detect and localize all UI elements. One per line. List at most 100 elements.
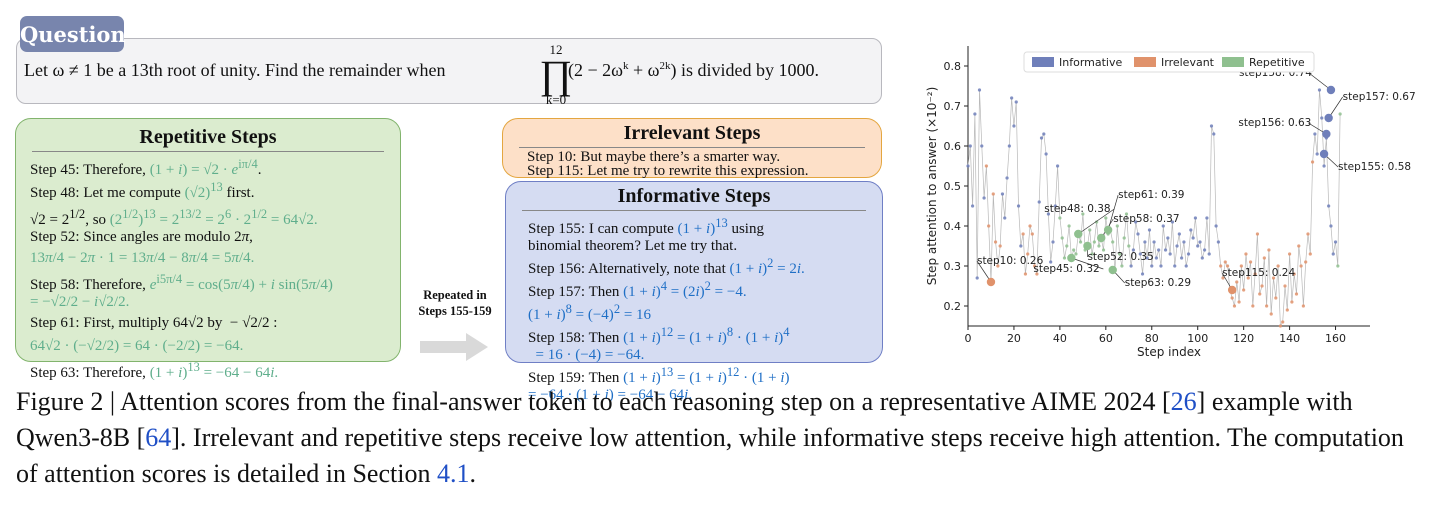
attention-point — [1207, 252, 1211, 256]
attention-point — [1019, 244, 1023, 248]
attention-point — [1147, 228, 1152, 232]
y-tick-label: 0.4 — [944, 220, 962, 233]
attention-point — [1265, 304, 1269, 308]
attention-point — [973, 112, 977, 116]
attention-point — [1177, 232, 1181, 236]
inf-step-159-cont: = −64 · (1 + i) = −64 − 64i. — [528, 387, 693, 403]
inf-step-157-cont: (1 + i)8 = (−4)2 = 16 — [528, 302, 652, 323]
attention-point — [1055, 164, 1060, 168]
attention-point — [1320, 116, 1324, 120]
x-tick-label: 60 — [1099, 332, 1113, 345]
product-upper: 12 — [549, 42, 563, 57]
attention-point — [1097, 244, 1101, 248]
inf-step-156: Step 156: Alternatively, note that (1 + … — [528, 256, 805, 277]
title-divider — [32, 151, 384, 152]
attention-point — [993, 240, 998, 244]
rep-step-52-cont: 13π/4 − 2π · 1 = 13π/4 − 8π/4 = 5π/4. — [30, 250, 255, 266]
highlighted-point-step-58 — [1097, 233, 1106, 243]
attention-point — [1131, 248, 1135, 252]
attention-point — [1242, 288, 1246, 292]
rep-step-58-cont: = −√2/2 − i√2/2. — [30, 294, 130, 310]
attention-point — [1232, 304, 1237, 308]
attention-point — [1281, 320, 1285, 324]
highlighted-point-step-115 — [1227, 285, 1237, 295]
attention-point — [1166, 236, 1170, 240]
attention-point — [1026, 252, 1030, 256]
y-tick-label: 0.3 — [944, 260, 962, 273]
x-tick-label: 40 — [1053, 332, 1067, 345]
attention-point — [1170, 220, 1175, 224]
attention-point — [1039, 136, 1044, 140]
attention-point — [998, 244, 1002, 248]
attention-point — [1122, 236, 1126, 240]
attention-point — [1120, 264, 1124, 268]
attention-point — [1134, 220, 1138, 224]
point-label-step-61: step61: 0.39 — [1118, 189, 1184, 201]
attention-point — [1028, 224, 1032, 228]
attention-point — [1030, 232, 1034, 236]
point-label-step-58: step58: 0.37 — [1113, 213, 1179, 225]
attention-point — [1157, 248, 1161, 252]
attention-point — [1062, 256, 1067, 260]
attention-point — [1180, 256, 1184, 260]
informative-steps-box: Informative Steps Step 155: I can comput… — [505, 181, 883, 403]
citation-link[interactable]: 26 — [1170, 387, 1197, 416]
attention-point — [1143, 240, 1147, 244]
attention-point — [1186, 252, 1191, 256]
label-leader-line — [1107, 194, 1119, 231]
attention-point — [1046, 212, 1050, 216]
attention-point — [975, 276, 979, 280]
attention-point — [1205, 216, 1209, 220]
y-tick-label: 0.2 — [944, 300, 962, 313]
question-box — [16, 38, 882, 104]
irrelevant-steps-box: Irrelevant Steps Step 10: But maybe ther… — [502, 118, 882, 179]
attention-point — [1161, 224, 1165, 228]
attention-point — [1118, 252, 1122, 256]
question-expression: (2 − 2ωk + ω2k) is divided by 1000. — [568, 60, 819, 80]
attention-point — [1049, 260, 1053, 264]
attention-point — [1193, 216, 1198, 220]
attention-point — [1251, 304, 1255, 308]
attention-point — [1299, 264, 1303, 268]
attention-point — [1074, 252, 1078, 256]
attention-point — [1269, 312, 1273, 316]
attention-point — [1072, 248, 1076, 252]
attention-point — [1159, 264, 1163, 268]
attention-point — [1333, 240, 1338, 244]
y-tick-label: 0.8 — [944, 60, 962, 73]
attention-point — [1092, 240, 1096, 244]
attention-point — [1035, 272, 1039, 276]
attention-point — [1322, 164, 1326, 168]
attention-point — [1219, 264, 1223, 268]
product-symbol: ∏ — [539, 52, 573, 97]
attention-point — [1196, 244, 1200, 248]
attention-point — [1214, 224, 1218, 228]
citation-link[interactable]: 64 — [145, 423, 172, 452]
rep-step-48: Step 48: Let me compute (√2)13 first. — [30, 180, 255, 201]
attention-point — [1058, 216, 1062, 220]
attention-point — [1317, 88, 1322, 92]
attention-point — [1129, 264, 1133, 268]
attention-point — [1235, 280, 1239, 284]
question-text-before: Let ω ≠ 1 be a 13th root of unity. Find … — [24, 60, 446, 80]
irr-step-10: Step 10: But maybe there’s a smarter way… — [527, 149, 781, 165]
attention-point — [1315, 152, 1319, 156]
x-tick-label: 80 — [1145, 332, 1159, 345]
attention-point — [1042, 132, 1046, 136]
title-divider — [519, 147, 865, 148]
attention-point — [1140, 272, 1145, 276]
attention-point — [1338, 112, 1342, 116]
legend-label-repetitive: Repetitive — [1249, 56, 1305, 69]
rep-step-61: Step 61: First, multiply 64√2 by − √2/2 … — [30, 315, 278, 331]
attention-point — [1274, 296, 1278, 300]
rep-step-52: Step 52: Since angles are modulo 2π, — [30, 229, 253, 245]
inf-step-158: Step 158: Then (1 + i)12 = (1 + i)8 · (1… — [528, 325, 790, 346]
attention-point — [1294, 292, 1299, 296]
section-link[interactable]: 4.1 — [436, 459, 470, 488]
label-leader-line — [1328, 96, 1343, 119]
attention-point — [1010, 96, 1014, 100]
label-leader-line — [976, 260, 992, 283]
point-label-step-48: step48: 0.38 — [1044, 203, 1110, 215]
attention-point — [1216, 240, 1220, 244]
